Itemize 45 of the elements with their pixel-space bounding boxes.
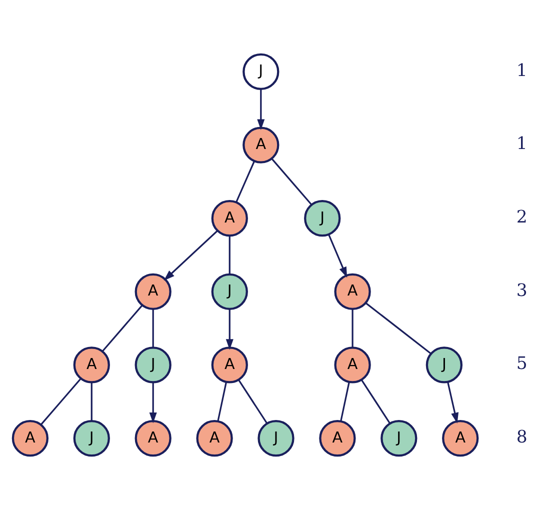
label: 5 — [516, 354, 528, 374]
connector — [271, 158, 312, 206]
connector — [90, 382, 92, 421]
node-circle: J — [380, 420, 418, 457]
connector — [236, 160, 256, 203]
connector — [228, 236, 230, 274]
connector — [340, 382, 350, 422]
node-circle: A — [442, 420, 479, 457]
label: 8 — [516, 427, 528, 448]
node-circle: A — [12, 420, 49, 457]
arrow — [164, 230, 218, 281]
connector — [360, 379, 390, 424]
label: 2 — [516, 207, 528, 228]
connector — [352, 309, 354, 348]
connector — [365, 302, 432, 354]
arrow — [149, 382, 157, 424]
node-circle: A — [334, 346, 371, 384]
arrow — [447, 382, 459, 424]
node-circle: J — [134, 346, 172, 384]
node-circle: A — [134, 420, 172, 457]
connector — [217, 382, 227, 422]
connector — [40, 378, 82, 426]
connector — [238, 379, 268, 424]
node-circle: J — [211, 273, 248, 310]
node-circle: A — [334, 273, 371, 310]
node-circle: A — [242, 126, 280, 164]
node-circle: J — [304, 200, 341, 237]
node-circle: J — [242, 53, 280, 90]
connector — [152, 309, 154, 348]
arrow — [257, 89, 265, 130]
node-circle: J — [73, 420, 110, 457]
node-circle: A — [73, 346, 110, 384]
label: 1 — [516, 60, 528, 81]
node-circle: A — [211, 200, 248, 237]
node-circle: A — [211, 346, 248, 384]
node-circle: A — [319, 420, 356, 457]
node-circle: A — [134, 273, 172, 310]
label: 1 — [516, 134, 528, 154]
connector — [102, 304, 143, 352]
node-circle: J — [258, 420, 294, 457]
arrow — [328, 234, 348, 278]
node-circle: A — [196, 420, 233, 457]
arrow — [226, 309, 234, 350]
label: 3 — [516, 280, 528, 301]
node-circle: J — [426, 346, 463, 384]
